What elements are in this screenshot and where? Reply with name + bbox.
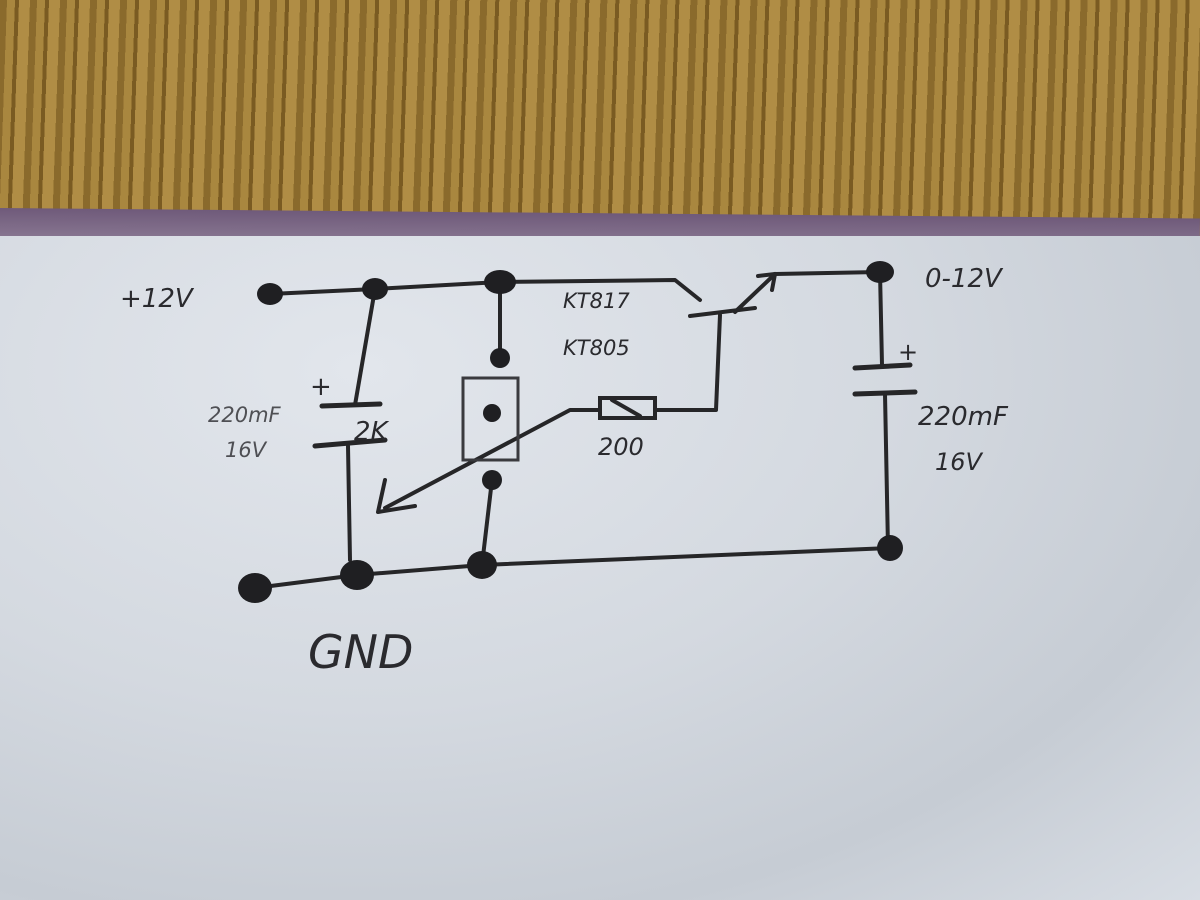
resistor-mark bbox=[610, 398, 642, 418]
pot-terminal-bottom bbox=[482, 470, 502, 490]
paper-sheet bbox=[0, 236, 1200, 900]
label-ground: GND bbox=[308, 625, 413, 679]
pot-terminal-top bbox=[490, 348, 510, 368]
label-input-voltage: +12V bbox=[120, 284, 195, 314]
wire-wiper bbox=[383, 408, 602, 510]
node-input bbox=[257, 283, 283, 305]
label-resistor: 200 bbox=[598, 433, 644, 461]
label-output-voltage: 0-12V bbox=[925, 264, 1004, 294]
wire-right-cap-bottom bbox=[883, 392, 890, 550]
node-junction bbox=[467, 551, 497, 579]
wire-right-cap-top bbox=[878, 270, 884, 367]
node-junction bbox=[362, 278, 388, 300]
right-cap-plate-plus bbox=[852, 362, 913, 371]
label-transistor-2: KT805 bbox=[563, 336, 630, 360]
label-right-cap-value: 220mF bbox=[918, 402, 1009, 432]
wire-pot-bottom bbox=[480, 478, 494, 567]
wire-output bbox=[773, 270, 882, 276]
transistor-emitter bbox=[733, 272, 777, 314]
wire-left-cap-top bbox=[353, 287, 377, 407]
label-potentiometer: 2K bbox=[354, 417, 390, 447]
wooden-table-background bbox=[0, 0, 1200, 225]
node-junction bbox=[877, 535, 903, 561]
label-transistor-1: KT817 bbox=[563, 289, 630, 313]
left-cap-plate-minus bbox=[312, 437, 388, 449]
label-left-cap-value: 220mF bbox=[208, 403, 282, 427]
potentiometer-body bbox=[461, 376, 520, 462]
label-left-cap-plus: + bbox=[310, 372, 332, 402]
left-cap-plate-plus bbox=[319, 401, 383, 409]
node-junction bbox=[340, 560, 374, 590]
wire-ground-rail bbox=[253, 546, 892, 590]
label-left-cap-voltage: 16V bbox=[225, 438, 268, 462]
label-right-cap-plus: + bbox=[898, 338, 918, 366]
pot-wiper-terminal bbox=[483, 404, 501, 422]
node-junction bbox=[484, 270, 516, 294]
node-ground bbox=[238, 573, 272, 603]
node-output bbox=[866, 261, 894, 283]
label-right-cap-voltage: 16V bbox=[935, 448, 984, 476]
wire-left-cap-bottom bbox=[346, 444, 352, 562]
transistor-base-bar bbox=[688, 306, 757, 318]
wire-base bbox=[653, 313, 722, 412]
wiper-arrow-icon bbox=[376, 478, 417, 514]
